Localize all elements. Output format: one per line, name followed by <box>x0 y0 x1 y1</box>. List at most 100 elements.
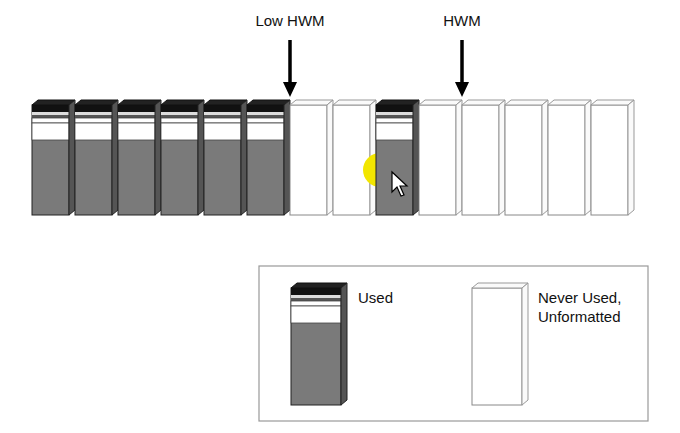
block-top <box>247 100 290 105</box>
block-top <box>548 100 591 105</box>
block-side <box>628 100 634 215</box>
block-front <box>333 105 370 215</box>
unused-block <box>548 100 591 215</box>
block-top <box>376 100 419 105</box>
block-band <box>247 118 284 123</box>
block-side <box>456 100 462 215</box>
block-band <box>204 112 241 115</box>
block-band <box>118 115 155 118</box>
used-block <box>118 100 161 215</box>
legend-text: Never Used, Unformatted <box>538 288 638 326</box>
block-free-space <box>161 123 198 140</box>
unused-block <box>462 100 505 215</box>
block-band <box>247 115 284 118</box>
unused-block <box>290 100 333 215</box>
block-front <box>505 105 542 215</box>
block-top <box>32 100 75 105</box>
block-band <box>204 118 241 123</box>
block-header <box>204 105 241 112</box>
legend-entry: Never Used, Unformatted <box>538 288 638 326</box>
block-header <box>376 105 413 112</box>
block-front <box>291 288 341 405</box>
block-side <box>112 100 118 215</box>
block-header <box>32 105 69 112</box>
block-side <box>327 100 333 215</box>
block-free-space <box>32 123 69 140</box>
block-front <box>118 105 155 215</box>
used-block <box>161 100 204 215</box>
unused-block <box>472 283 528 405</box>
block-band <box>161 118 198 123</box>
used-block <box>247 100 290 215</box>
block-band <box>32 118 69 123</box>
block-band <box>32 112 69 115</box>
block-top <box>204 100 247 105</box>
block-front <box>419 105 456 215</box>
block-front <box>591 105 628 215</box>
block-band <box>75 112 112 115</box>
block-top <box>472 283 528 288</box>
block-band <box>291 298 341 301</box>
unused-block <box>591 100 634 215</box>
legend-frame <box>259 266 648 421</box>
legend-text: Used <box>358 288 458 307</box>
block-front <box>32 105 69 215</box>
block-side <box>69 100 75 215</box>
block-front <box>75 105 112 215</box>
block-header <box>247 105 284 112</box>
block-band <box>376 115 413 118</box>
block-front <box>472 288 522 405</box>
block-front <box>247 105 284 215</box>
block-band <box>75 115 112 118</box>
block-free-space <box>247 123 284 140</box>
block-band <box>204 115 241 118</box>
block-band <box>161 112 198 115</box>
block-side <box>585 100 591 215</box>
segment-blocks <box>32 100 634 215</box>
block-band <box>75 118 112 123</box>
block-side <box>341 283 347 405</box>
block-free-space <box>75 123 112 140</box>
block-top <box>118 100 161 105</box>
block-top <box>161 100 204 105</box>
block-band <box>376 112 413 115</box>
block-top <box>291 283 347 288</box>
used-block <box>204 100 247 215</box>
block-free-space <box>118 123 155 140</box>
mouse-cursor <box>392 172 407 196</box>
block-top <box>333 100 376 105</box>
block-header <box>291 288 341 295</box>
block-front <box>548 105 585 215</box>
block-band <box>376 118 413 123</box>
block-side <box>499 100 505 215</box>
used-block <box>291 283 347 405</box>
block-top <box>462 100 505 105</box>
block-header <box>118 105 155 112</box>
block-side <box>198 100 204 215</box>
block-header <box>161 105 198 112</box>
block-front <box>290 105 327 215</box>
block-top <box>290 100 333 105</box>
block-band <box>291 295 341 298</box>
block-front <box>161 105 198 215</box>
block-top <box>75 100 118 105</box>
block-free-space <box>291 306 341 323</box>
block-side <box>155 100 161 215</box>
unused-block <box>505 100 548 215</box>
block-side <box>241 100 247 215</box>
used-block <box>32 100 75 215</box>
block-band <box>32 115 69 118</box>
block-side <box>522 283 528 405</box>
block-top <box>419 100 462 105</box>
block-band <box>247 112 284 115</box>
block-front <box>376 105 413 215</box>
block-free-space <box>376 123 413 140</box>
block-side <box>542 100 548 215</box>
block-band <box>118 118 155 123</box>
marker-arrow <box>455 40 469 97</box>
block-band <box>291 301 341 306</box>
marker-label: HWM <box>443 11 481 30</box>
used-block <box>376 100 419 215</box>
block-front <box>462 105 499 215</box>
